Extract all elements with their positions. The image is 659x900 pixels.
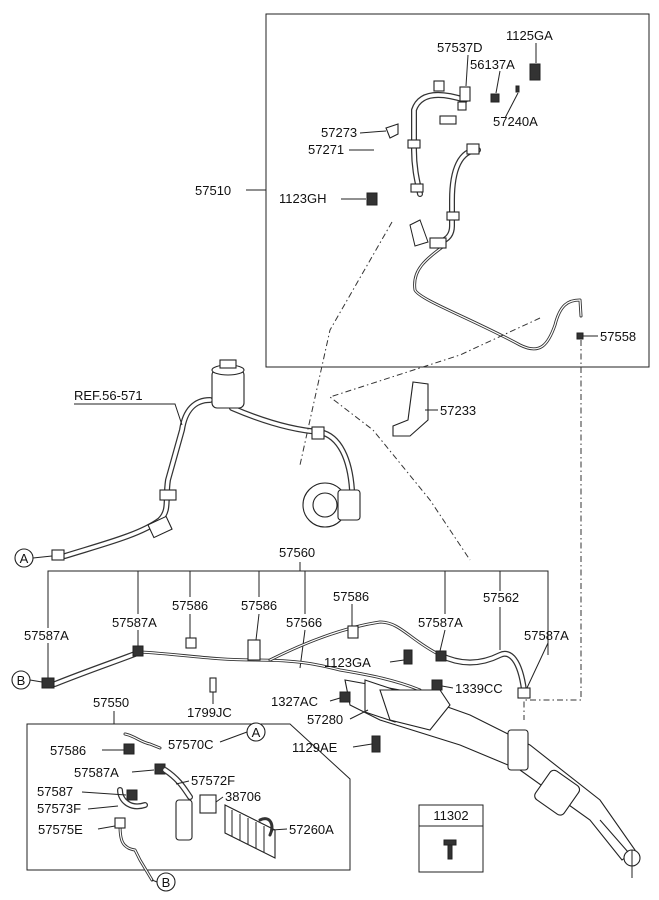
label-57560: 57560 xyxy=(279,545,315,560)
label-57587A-1: 57587A xyxy=(24,628,69,643)
label-38706: 38706 xyxy=(225,789,261,804)
return-hoses xyxy=(41,620,531,699)
label-57271: 57271 xyxy=(308,142,344,157)
label-57587A-2: 57587A xyxy=(112,615,157,630)
oil-cooler-group-frame xyxy=(26,723,351,871)
pressure-hose-assembly xyxy=(366,63,584,351)
callout-b-left: B xyxy=(11,670,43,690)
screw-11302-box xyxy=(418,804,484,873)
bolt-1123GH xyxy=(366,192,378,206)
svg-text:A: A xyxy=(252,725,261,740)
label-ref-56-571: REF.56-571 xyxy=(74,388,143,403)
fitting-57537D xyxy=(459,86,471,102)
callout-b-bottom: B xyxy=(151,872,176,892)
label-57260A: 57260A xyxy=(289,822,334,837)
callout-a-top: A xyxy=(14,548,53,568)
label-57573F: 57573F xyxy=(37,801,81,816)
oil-cooler-57260A xyxy=(224,804,276,859)
label-57233: 57233 xyxy=(440,403,476,418)
reservoir-pump-assembly xyxy=(51,359,361,561)
label-57586-2: 57586 xyxy=(241,598,277,613)
label-57587: 57587 xyxy=(37,784,73,799)
label-57562: 57562 xyxy=(483,590,519,605)
label-57575E: 57575E xyxy=(38,822,83,837)
label-57280: 57280 xyxy=(307,712,343,727)
nut-1327AC xyxy=(339,691,351,703)
label-11302: 11302 xyxy=(433,808,468,823)
bolt-1129AE xyxy=(371,735,381,753)
label-57587A-4: 57587A xyxy=(524,628,569,643)
svg-text:A: A xyxy=(20,551,29,566)
svg-text:B: B xyxy=(162,875,171,890)
clip-57586-small xyxy=(123,743,135,755)
label-1129AE: 1129AE xyxy=(292,740,338,755)
label-57273: 57273 xyxy=(321,125,357,140)
label-57240A: 57240A xyxy=(493,114,538,129)
label-57550: 57550 xyxy=(93,695,129,710)
steering-gear-assembly xyxy=(339,649,641,878)
reservoir xyxy=(211,369,245,409)
clip-57558 xyxy=(576,332,584,340)
label-57586-1: 57586 xyxy=(172,598,208,613)
label-57586-3: 57586 xyxy=(333,589,369,604)
return-line-group-bracket xyxy=(47,570,549,655)
leader-ref xyxy=(74,403,183,426)
svg-text:B: B xyxy=(17,673,26,688)
label-1125GA: 1125GA xyxy=(506,28,553,43)
label-57537D: 57537D xyxy=(437,40,483,55)
upper-leader-lines xyxy=(246,43,598,337)
label-57572F: 57572F xyxy=(191,773,235,788)
label-57510: 57510 xyxy=(195,183,231,198)
clip-57273 xyxy=(385,123,399,139)
label-1339CC: 1339CC xyxy=(455,681,503,696)
label-57566: 57566 xyxy=(286,615,322,630)
oil-cooler-parts xyxy=(114,732,276,882)
label-57570C: 57570C xyxy=(168,737,214,752)
label-57587A-3: 57587A xyxy=(418,615,463,630)
bolt-1123GA xyxy=(403,649,413,665)
bolt-1125GA xyxy=(529,63,541,81)
clip-57240A xyxy=(515,85,520,93)
label-57586-4: 57586 xyxy=(50,743,86,758)
label-57558: 57558 xyxy=(600,329,636,344)
bracket-57233 xyxy=(392,381,429,437)
clamp-57587A-left xyxy=(41,677,55,689)
callout-a-bottom: A xyxy=(219,722,266,743)
label-1123GH: 1123GH xyxy=(279,191,326,206)
label-1123GA: 1123GA xyxy=(324,655,371,670)
label-56137A: 56137A xyxy=(470,57,515,72)
label-57587A-5: 57587A xyxy=(74,765,119,780)
label-1327AC: 1327AC xyxy=(271,694,318,709)
label-1799JC: 1799JC xyxy=(187,705,232,720)
screw-11302 xyxy=(443,839,457,860)
nut-1339CC xyxy=(431,679,443,691)
washer-56137A xyxy=(490,93,500,103)
alignment-lines xyxy=(299,221,582,720)
return-line-leaders xyxy=(47,571,549,691)
